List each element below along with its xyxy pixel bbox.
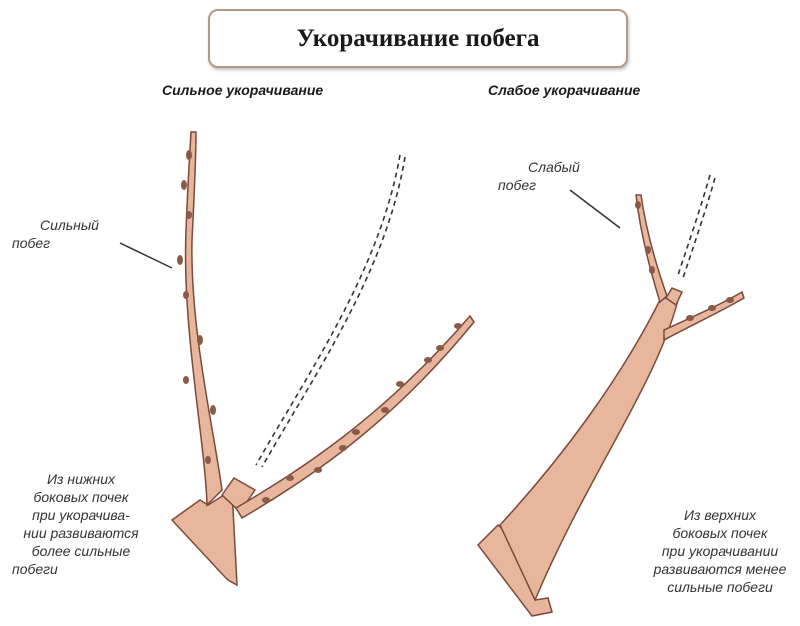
callout-line: Сильный — [40, 217, 99, 233]
pruned-stub — [664, 287, 684, 307]
callout-leader-line — [119, 242, 173, 269]
note-line: Из нижних — [46, 471, 116, 487]
note-line: боковых почек — [672, 525, 768, 541]
strong-shoot — [184, 131, 223, 507]
callout-line: побег — [498, 177, 537, 193]
removed-shoot-dashed-line — [261, 156, 406, 468]
trunk — [477, 523, 553, 617]
note-line: сильные побеги — [667, 579, 773, 595]
weak-pruning-heading: Слабое укорачивание — [488, 82, 641, 98]
diagram-title: Укорачивание побега — [296, 24, 540, 52]
callout-leader-line — [569, 189, 621, 229]
weak-pruning-drawing — [477, 174, 745, 617]
weak-shoot — [635, 194, 668, 304]
removed-shoot-dashed-line — [682, 177, 716, 279]
buds — [177, 150, 462, 503]
strong-pruning-heading: Сильное укорачивание — [162, 82, 324, 98]
removed-shoot-dashed-line — [255, 154, 401, 466]
buds — [635, 201, 734, 321]
strong-shoot-callout: Сильный побег — [12, 216, 99, 252]
pruned-stub — [221, 477, 257, 514]
title-box: Укорачивание побега — [208, 9, 628, 68]
note-line: нии развиваются — [23, 525, 139, 541]
note-line: при укорачивании — [661, 543, 779, 559]
callout-line: побег — [12, 235, 51, 251]
note-line: при укорачива- — [32, 507, 130, 523]
note-line: боковых почек — [33, 489, 129, 505]
trunk — [170, 488, 238, 587]
strong-pruning-note: Из нижних боковых почек при укорачива- н… — [10, 470, 152, 578]
note-line: более сильные — [31, 543, 131, 559]
note-line: развиваются менее — [653, 561, 787, 577]
note-line: Из верхних — [683, 507, 756, 523]
side-shoot — [234, 314, 475, 520]
removed-shoot-dashed-line — [677, 174, 711, 276]
weak-shoot-callout: Слабый побег — [498, 158, 580, 194]
note-line: побеги — [12, 561, 58, 577]
weak-pruning-note: Из верхних боковых почек при укорачивани… — [640, 506, 800, 596]
callout-line: Слабый — [528, 159, 580, 175]
strong-pruning-drawing — [119, 131, 475, 587]
